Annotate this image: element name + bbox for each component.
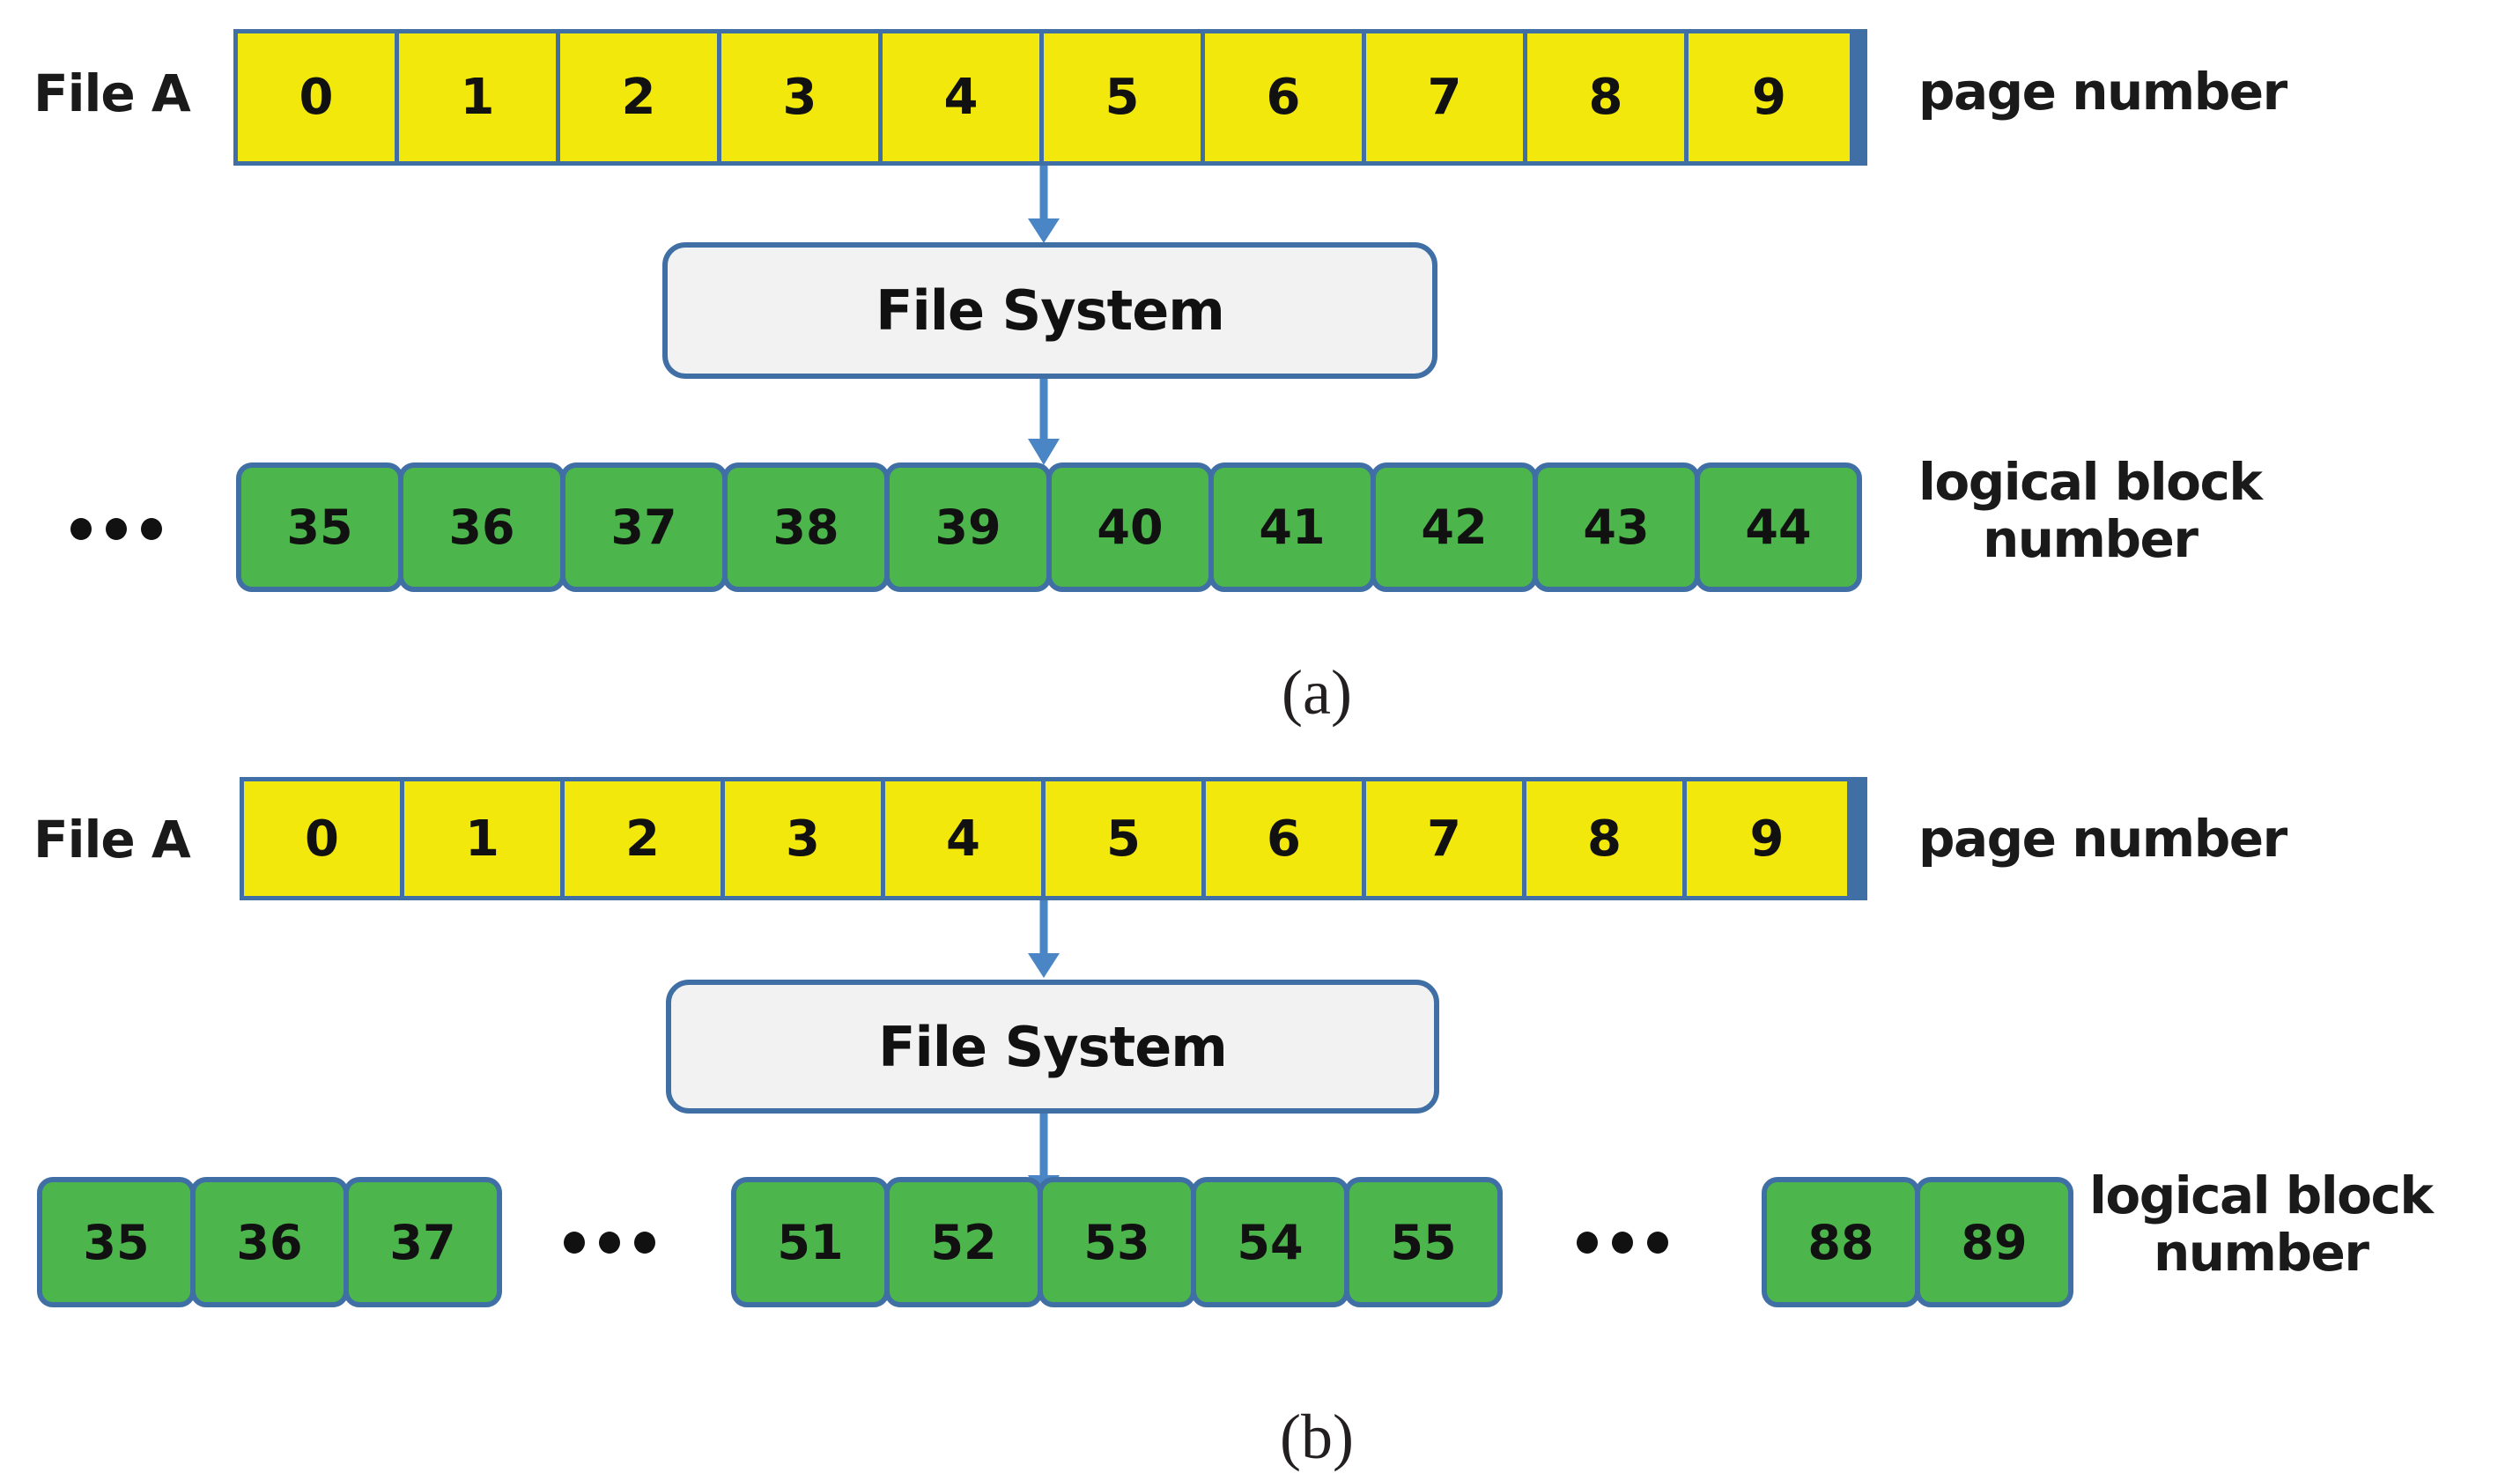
- arrow-filesystem-to-blocks: [1028, 379, 1060, 465]
- page-cell[interactable]: 4: [883, 33, 1044, 161]
- panel-a-logical-block-label-line2: number: [1982, 508, 2199, 569]
- logical-block[interactable]: 36: [190, 1177, 349, 1307]
- panel-b-page-number-strip: 0 1 2 3 4 5 6 7 8 9: [240, 777, 1867, 900]
- ellipsis-dot: [70, 518, 92, 540]
- logical-block[interactable]: 42: [1371, 462, 1538, 592]
- page-cell[interactable]: 2: [565, 781, 725, 896]
- panel-b-logical-block-group-2: 51 52 53 54 55: [731, 1177, 1503, 1307]
- page-cell[interactable]: 2: [560, 33, 721, 161]
- page-cell[interactable]: 7: [1366, 33, 1527, 161]
- panel-a-caption: (a): [1282, 657, 1352, 728]
- panel-a-logical-block-row: 35 36 37 38 39 40 41 42 43 44: [236, 462, 1862, 592]
- panel-a-file-label: File A: [33, 63, 191, 123]
- arrow-pages-to-filesystem: [1028, 166, 1060, 243]
- page-cell[interactable]: 3: [725, 781, 885, 896]
- panel-a-logical-block-label-line1: logical block: [1918, 452, 2263, 512]
- panel-b-logical-block-label-line2: number: [2153, 1222, 2369, 1283]
- ellipsis-dot: [564, 1232, 585, 1254]
- page-cell[interactable]: 6: [1206, 781, 1366, 896]
- page-cell[interactable]: 9: [1687, 781, 1847, 896]
- panel-a-logical-block-label: logical block number: [1918, 452, 2263, 569]
- page-cell[interactable]: 9: [1689, 33, 1850, 161]
- panel-a-page-number-label: page number: [1918, 62, 2287, 122]
- panel-b-caption: (b): [1280, 1402, 1354, 1472]
- page-cell[interactable]: 7: [1366, 781, 1526, 896]
- page-cell[interactable]: 5: [1044, 33, 1205, 161]
- logical-block[interactable]: 55: [1344, 1177, 1503, 1307]
- panel-a-file-system-box[interactable]: File System: [662, 242, 1437, 379]
- logical-block[interactable]: 38: [722, 462, 890, 592]
- ellipsis-dot: [141, 518, 162, 540]
- page-cell[interactable]: 6: [1205, 33, 1366, 161]
- arrow-pages-to-filesystem: [1028, 900, 1060, 978]
- panel-a-leading-ellipsis: [70, 518, 162, 540]
- ellipsis-dot: [106, 518, 127, 540]
- logical-block[interactable]: 52: [884, 1177, 1043, 1307]
- logical-block[interactable]: 43: [1533, 462, 1700, 592]
- panel-b-logical-block-group-3: 88 89: [1762, 1177, 2073, 1307]
- page-cell[interactable]: 1: [404, 781, 565, 896]
- ellipsis-dot: [1647, 1232, 1668, 1254]
- ellipsis-dot: [1577, 1232, 1598, 1254]
- panel-a-page-number-strip: 0 1 2 3 4 5 6 7 8 9: [233, 29, 1867, 166]
- logical-block[interactable]: 37: [344, 1177, 502, 1307]
- ellipsis-dot: [1612, 1232, 1633, 1254]
- page-cell[interactable]: 4: [885, 781, 1046, 896]
- logical-block[interactable]: 39: [884, 462, 1052, 592]
- logical-block[interactable]: 54: [1191, 1177, 1349, 1307]
- ellipsis-dot: [634, 1232, 655, 1254]
- page-cell[interactable]: 0: [238, 33, 399, 161]
- logical-block[interactable]: 88: [1762, 1177, 1920, 1307]
- page-cell[interactable]: 5: [1046, 781, 1206, 896]
- panel-b-page-number-label: page number: [1918, 809, 2287, 869]
- panel-b: File A 0 1 2 3 4 5 6 7 8 9 page number F…: [0, 740, 2520, 1480]
- page-cell[interactable]: 8: [1526, 781, 1687, 896]
- panel-b-ellipsis-2: [1577, 1232, 1668, 1254]
- panel-b-logical-block-label: logical block number: [2089, 1166, 2434, 1283]
- logical-block[interactable]: 35: [236, 462, 403, 592]
- panel-a: File A 0 1 2 3 4 5 6 7 8 9 page number F…: [33, 29, 2287, 728]
- logical-block[interactable]: 41: [1208, 462, 1376, 592]
- page-cell[interactable]: 3: [721, 33, 883, 161]
- page-cell[interactable]: 1: [399, 33, 560, 161]
- page-cell[interactable]: 0: [244, 781, 404, 896]
- logical-block[interactable]: 44: [1695, 462, 1862, 592]
- page-cell[interactable]: 8: [1527, 33, 1689, 161]
- logical-block[interactable]: 89: [1915, 1177, 2073, 1307]
- logical-block[interactable]: 51: [731, 1177, 890, 1307]
- panel-b-logical-block-group-1: 35 36 37: [37, 1177, 502, 1307]
- logical-block[interactable]: 37: [560, 462, 728, 592]
- logical-block[interactable]: 40: [1046, 462, 1214, 592]
- ellipsis-dot: [599, 1232, 620, 1254]
- logical-block[interactable]: 53: [1038, 1177, 1196, 1307]
- logical-block[interactable]: 35: [37, 1177, 196, 1307]
- logical-block[interactable]: 36: [398, 462, 565, 592]
- panel-b-file-label: File A: [33, 810, 191, 870]
- panel-b-logical-block-label-line1: logical block: [2089, 1166, 2434, 1225]
- panel-b-ellipsis-1: [564, 1232, 655, 1254]
- panel-b-file-system-box[interactable]: File System: [666, 980, 1439, 1114]
